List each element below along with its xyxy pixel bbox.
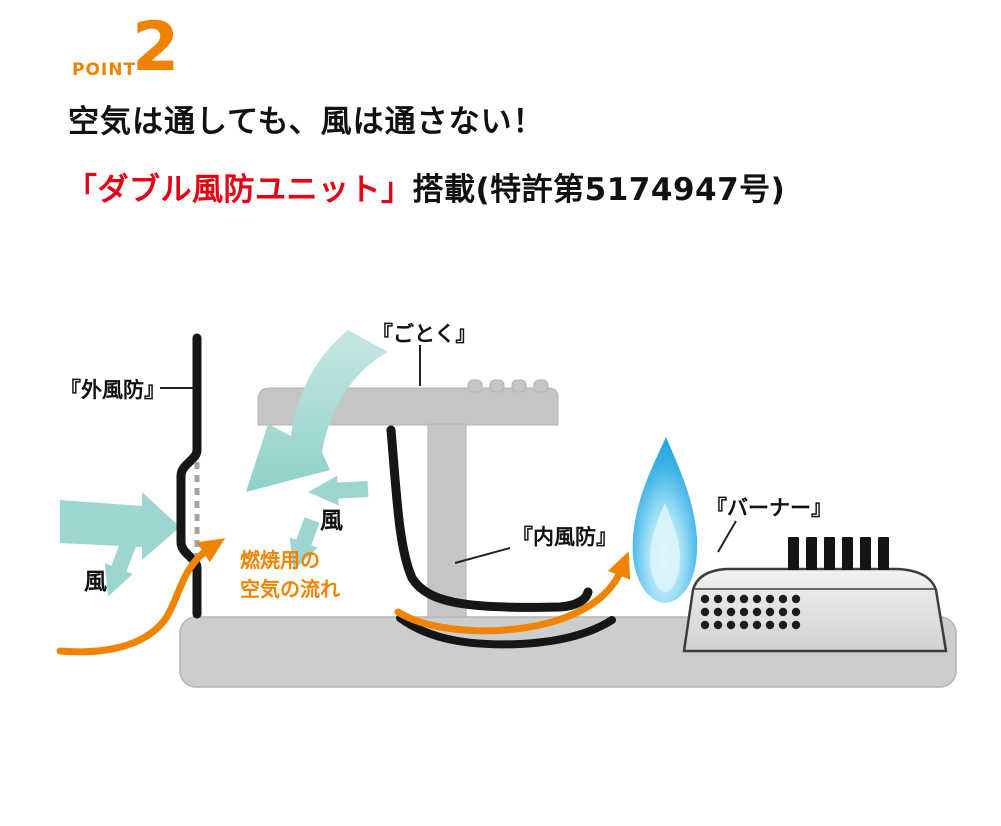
base-channel-line: [396, 614, 616, 649]
airflow-caption-line2: 空気の流れ: [240, 577, 340, 601]
feature-name: 「ダブル風防ユニット」: [66, 172, 413, 208]
airflow-arrow-left: [56, 538, 226, 656]
burner-port-bars: [788, 537, 889, 570]
airflow-caption-line1: 燃焼用の: [240, 548, 320, 572]
leader-inner-windshield: [454, 547, 511, 564]
feature-suffix: 搭載(特許第5174947号): [412, 172, 786, 208]
feature-subtitle: 「ダブル風防ユニット」搭載(特許第5174947号): [66, 164, 785, 209]
wind-arrow-left-group: [60, 492, 180, 597]
label-burner: 『バーナー』: [706, 496, 832, 520]
flame-icon: [632, 437, 698, 603]
wind-swoosh-arrow: [246, 330, 388, 492]
label-wind-center: 風: [320, 508, 343, 534]
airflow-arrow-right: [394, 551, 631, 635]
label-wind-left: 風: [84, 569, 107, 595]
burner-shape: [682, 537, 948, 653]
leader-burner: [717, 520, 737, 553]
inner-windshield-line: [386, 425, 593, 612]
burner-vent-dots: [700, 594, 801, 630]
burner-body: [682, 567, 948, 653]
label-outer-windshield: 『外風防』: [60, 378, 165, 402]
wind-arrow-right-icon: [60, 492, 180, 560]
wind-arrow-down-left-icon: [104, 537, 138, 597]
label-trivet: 『ごとく』: [372, 322, 477, 346]
combustion-airflow-arrows: [56, 538, 631, 656]
point-label: POINT: [72, 60, 137, 80]
wind-arrow-center-group: [289, 475, 369, 571]
label-inner-windshield: 『内風防』: [512, 525, 617, 549]
label-airflow-caption: 燃焼用の 空気の流れ: [240, 546, 340, 604]
wind-arrow-down-icon: [289, 517, 320, 571]
wind-arrow-left-icon: [308, 475, 369, 506]
point-number: 2: [132, 8, 180, 87]
page-title: 空気は通しても、風は通さない！: [68, 104, 545, 140]
leader-lines: [160, 345, 737, 564]
